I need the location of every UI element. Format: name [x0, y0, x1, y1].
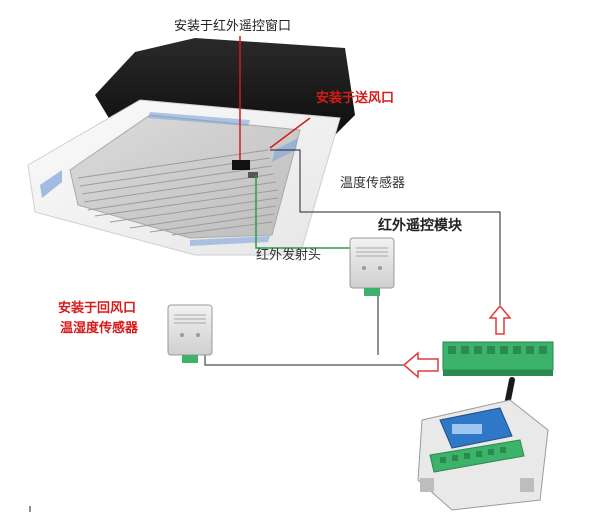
sensor-module-icon: [349, 237, 395, 296]
sensor-module-icon: [167, 304, 213, 363]
supply-vent-pointer: [269, 117, 311, 149]
ir-emitter-label: 红外发射头: [256, 248, 322, 263]
wireless-controller-icon: [417, 377, 549, 511]
temp-sensor-cable: [270, 149, 501, 305]
humidity-sensor-label: 温湿度传感器: [60, 321, 139, 336]
ir-module-label: 红外遥控模块: [378, 218, 462, 234]
supply-vent-label: 安装于送风口: [316, 91, 395, 106]
ir-window-label: 安装于红外遥控窗口: [174, 19, 292, 34]
terminal-block-icon: [442, 341, 554, 376]
left-arrow-icon: [402, 351, 439, 379]
temp-sensor-label: 温度传感器: [340, 176, 406, 191]
return-vent-label: 安装于回风口: [58, 301, 137, 316]
cassette-ac-unit-icon: [27, 38, 355, 256]
ir-window: [232, 160, 250, 170]
up-arrow-icon: [488, 304, 512, 335]
humidity-sensor-cable: [192, 334, 412, 366]
